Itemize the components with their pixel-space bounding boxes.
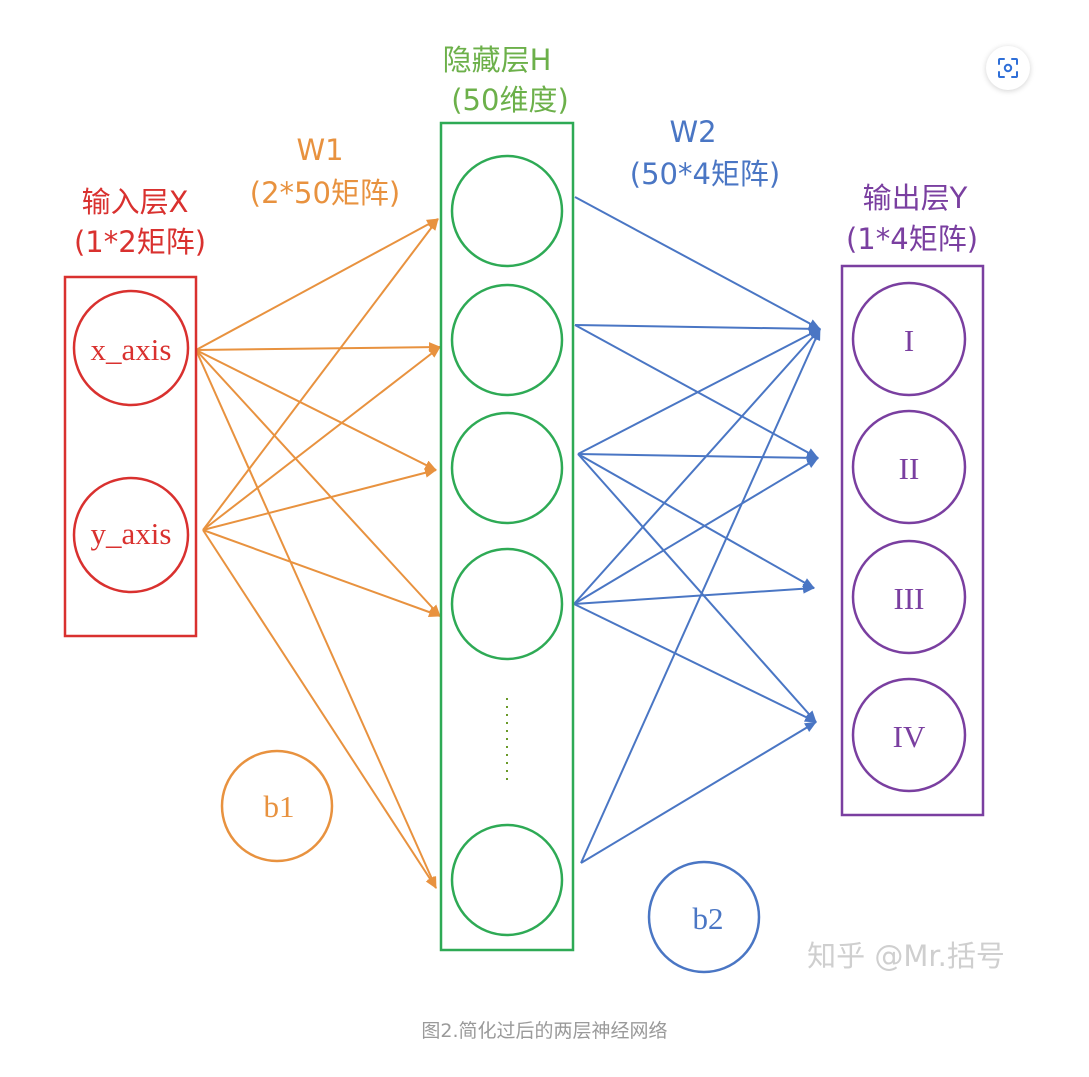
input-node-y-label: y_axis (91, 516, 172, 551)
input-node-y (72, 476, 190, 594)
scan-button[interactable] (986, 46, 1030, 90)
output-node-1-label: I (904, 323, 914, 358)
w1-connection-1-2 (195, 342, 441, 353)
w2-connection-3-3 (577, 453, 815, 589)
w1-connection-1-3 (195, 349, 437, 471)
input-layer-dims: (1*2矩阵) (74, 225, 206, 259)
w1-connection-2-5 (202, 529, 437, 889)
output-node-1 (851, 281, 967, 397)
output-node-2-label: II (899, 451, 920, 486)
figure-caption: 图2.简化过后的两层神经网络 (421, 1020, 668, 1042)
output-node-3 (851, 539, 967, 655)
hidden-node-2 (450, 283, 564, 397)
w2-connection-2-1 (574, 323, 821, 334)
output-layer-title: 输出层Y (863, 181, 968, 215)
w1-connections (195, 218, 441, 889)
w1-connection-2-4 (202, 529, 441, 617)
w2-connection-3-4 (577, 453, 817, 723)
w2-connection-4-1 (573, 328, 821, 605)
w1-connection-2-3 (202, 467, 437, 531)
bias-b1-node (220, 749, 334, 863)
input-node-x (72, 289, 190, 407)
w1-title: W1 (296, 133, 343, 167)
input-layer-box (63, 275, 198, 638)
w2-connection-4-2 (573, 457, 819, 605)
w2-connection-1-1 (574, 196, 821, 330)
w1-connection-1-4 (195, 349, 441, 617)
w1-connection-2-2 (202, 346, 441, 531)
w2-connection-2-2 (574, 324, 819, 459)
hidden-layer-dims: (50维度) (451, 83, 569, 117)
bias-b2-node (647, 860, 761, 974)
output-node-2 (851, 409, 967, 525)
input-layer-title: 输入层X (82, 185, 189, 219)
w2-dims: (50*4矩阵) (630, 157, 780, 191)
bias-b1-label: b1 (264, 789, 295, 824)
hidden-node-3 (450, 411, 564, 525)
watermark: 知乎 @Mr.括号 (807, 939, 1005, 973)
output-layer-dims: (1*4矩阵) (846, 222, 978, 256)
w2-connection-5-4 (580, 721, 817, 864)
output-layer-box (840, 264, 985, 817)
output-node-4-label: IV (893, 719, 926, 754)
hidden-layer-title: 隐藏层H (443, 43, 552, 77)
hidden-node-1 (450, 154, 564, 268)
output-node-3-label: III (894, 581, 925, 616)
w2-connection-3-2 (577, 452, 819, 463)
w1-connection-1-1 (195, 218, 439, 351)
scan-icon (998, 58, 1018, 78)
bias-b2-label: b2 (693, 901, 724, 936)
w2-title: W2 (669, 115, 716, 149)
output-node-4 (851, 677, 967, 793)
w2-connection-3-1 (577, 328, 821, 455)
hidden-layer-box (439, 121, 575, 952)
input-node-x-label: x_axis (91, 332, 172, 367)
w1-connection-1-5 (195, 349, 437, 889)
hidden-node-50 (450, 823, 564, 937)
w2-connections (573, 196, 821, 864)
hidden-node-4 (450, 547, 564, 661)
w1-dims: (2*50矩阵) (250, 176, 400, 210)
w2-connection-4-4 (573, 603, 817, 723)
w2-connection-5-1 (580, 328, 821, 864)
w1-connection-2-1 (202, 218, 439, 531)
w2-connection-4-3 (573, 583, 815, 605)
